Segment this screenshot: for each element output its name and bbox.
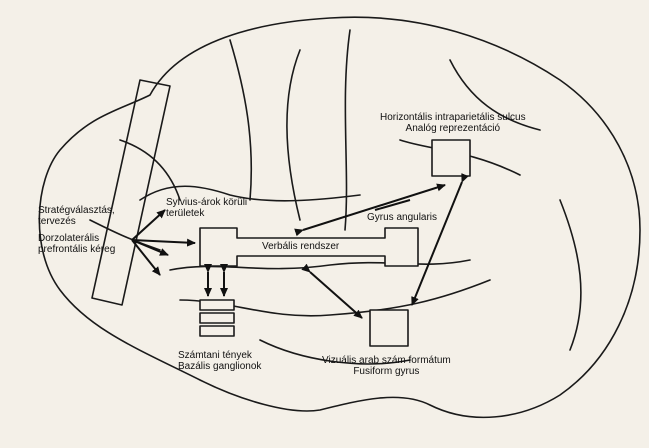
intraparietal-line2: Analóg reprezentáció	[405, 123, 501, 134]
arithmetic-line2: Bazális ganglionok	[178, 361, 262, 372]
visual-line2: Fusiform gyrus	[353, 366, 420, 377]
arithmetic-label: Számtani tények Bazális ganglionok	[178, 350, 261, 372]
arrow-prefrontal-down	[131, 239, 161, 276]
sulcus-central	[229, 39, 253, 201]
brain-outline	[38, 16, 641, 419]
prefrontal-line2: tervezés	[38, 216, 76, 227]
sulcus-3	[344, 29, 351, 231]
visual-line1: Vizuális arab szám formátum	[322, 355, 451, 366]
prefrontal-line1: Stratégválasztás,	[38, 205, 115, 216]
verbal-system-label: Verbális rendszer	[262, 241, 340, 252]
occipital-line	[559, 199, 582, 351]
frontal-gyrus-2	[89, 219, 161, 251]
arithmetic-line1: Számtani tények	[178, 350, 252, 361]
prefrontal-line4: prefrontális kéreg	[38, 244, 116, 255]
visual-label: Vizuális arab szám formátum Fusiform gyr…	[322, 355, 451, 377]
basal-ganglia-rect-3	[199, 325, 235, 337]
angular-label: Gyrus angularis	[367, 212, 438, 223]
arrow-verbal-visual	[301, 263, 363, 319]
arrow-prefrontal-up	[131, 209, 166, 241]
sulcus-4	[449, 59, 541, 131]
sylvian-line1: Sylvius-árok körüli	[166, 197, 248, 208]
sulcus-2	[286, 49, 301, 221]
temporal-lower	[259, 339, 411, 365]
sylvian-label: Sylvius-árok körüli területek	[166, 197, 247, 219]
arrow-prefrontal-mid	[131, 239, 169, 256]
intraparietal-label: Horizontális intraparietális sulcus Anal…	[380, 112, 526, 134]
prefrontal-band	[91, 79, 171, 306]
prefrontal-label: Stratégválasztás, tervezés Dorzolateráli…	[38, 205, 115, 255]
frontal-gyrus-1	[119, 139, 181, 201]
sylvian-line2: területek	[166, 208, 205, 219]
arrow-verbal-intraparietal	[294, 183, 446, 237]
arrow-angular	[374, 199, 411, 211]
intraparietal-box	[431, 139, 471, 177]
arrow-intraparietal-visual	[411, 173, 469, 306]
basal-ganglia-rect-1	[199, 299, 235, 311]
arrow-prefrontal-right	[131, 238, 196, 247]
prefrontal-line3: Dorzolaterális	[38, 233, 100, 244]
basal-ganglia-rect-2	[199, 312, 235, 324]
intraparietal-line1: Horizontális intraparietális sulcus	[380, 112, 526, 123]
visual-number-box	[369, 309, 409, 347]
